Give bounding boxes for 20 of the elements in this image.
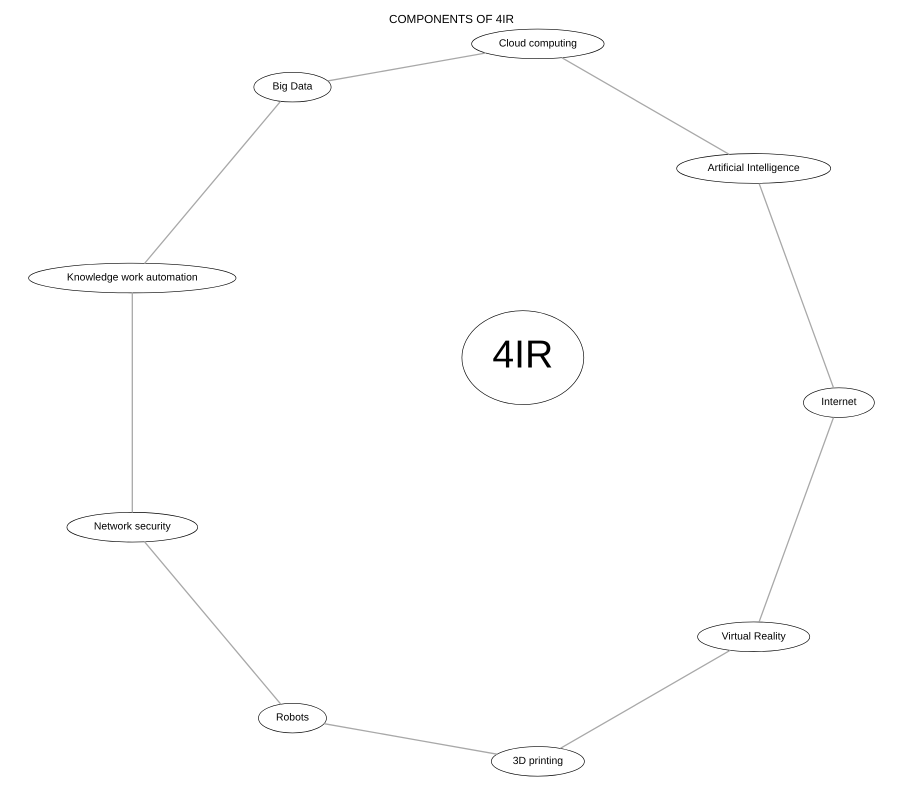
- connector: [144, 100, 281, 264]
- node-ellipse: Network security: [66, 512, 198, 542]
- connector: [144, 541, 281, 704]
- node-ellipse: Cloud computing: [470, 28, 604, 60]
- node-ellipse: Big Data: [253, 72, 331, 102]
- node-ellipse: Knowledge work automation: [28, 262, 236, 294]
- node-ellipse: Virtual Reality: [696, 622, 810, 652]
- node-ellipse: Artificial Intelligence: [676, 153, 831, 184]
- connector: [758, 417, 834, 622]
- node-ellipse: 3D printing: [490, 746, 584, 777]
- node-ellipse: Robots: [258, 702, 326, 734]
- connector: [131, 292, 132, 512]
- connector: [324, 723, 497, 755]
- connector: [560, 650, 730, 749]
- connector: [758, 183, 834, 388]
- connector: [327, 52, 486, 82]
- connector: [560, 57, 730, 155]
- diagram-title: COMPONENTS OF 4IR: [388, 12, 514, 26]
- node-ellipse: 4IR: [461, 310, 584, 405]
- node-ellipse: Internet: [802, 387, 874, 418]
